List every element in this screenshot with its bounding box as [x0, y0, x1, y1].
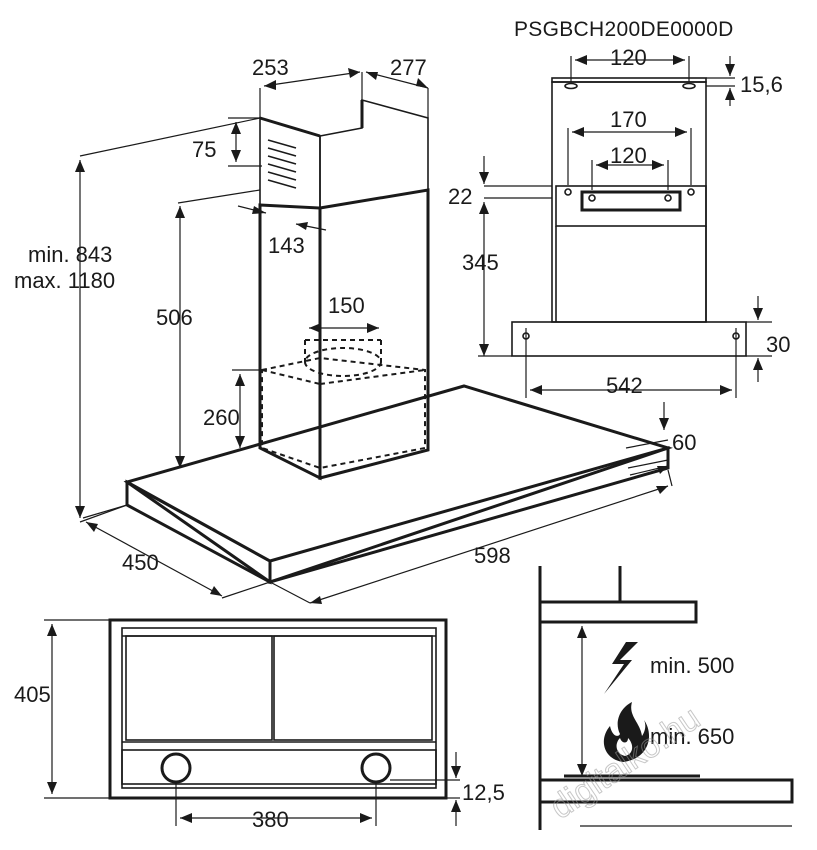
- main-hood-view: 253 277 75 min. 843 max. 1180 143 506: [14, 55, 696, 604]
- lamp-right: [360, 752, 392, 784]
- clearance-gas: min. 650: [650, 724, 734, 749]
- dim-top-offset: 15,6: [740, 72, 783, 97]
- dim-canopy-thickness: 60: [672, 430, 696, 455]
- dim-vent-offset: 143: [268, 233, 305, 258]
- dim-hood-hole-spacing: 542: [606, 373, 643, 398]
- dim-vent-height: 75: [192, 137, 216, 162]
- dim-hood-thickness: 30: [766, 332, 790, 357]
- dim-bracket-width: 170: [610, 107, 647, 132]
- bracket-view: PSGBCH200DE0000D 120 15,6 170 120: [448, 18, 790, 398]
- canopy-front-right: [268, 446, 670, 584]
- hob: [538, 778, 794, 804]
- model-code: PSGBCH200DE0000D: [514, 18, 734, 41]
- vent-slots: [267, 139, 297, 189]
- dim-lamp-offset: 12,5: [462, 780, 505, 805]
- flame-icon: [603, 702, 650, 762]
- motor-box: [261, 339, 426, 470]
- dim-top-hole-spacing: 120: [610, 45, 647, 70]
- chimney-lower-right: [318, 188, 430, 480]
- dim-lower-height: 506: [156, 305, 193, 330]
- dim-canopy-depth: 450: [122, 550, 159, 575]
- dim-bracket-hole-spacing: 120: [610, 143, 647, 168]
- dim-canopy-width: 598: [474, 543, 511, 568]
- dim-height-min: min. 843: [28, 242, 112, 267]
- dim-bottom-depth: 405: [14, 682, 51, 707]
- bottom-view: 405 380 12,5: [14, 618, 505, 832]
- dim-outlet-diameter: 150: [328, 293, 365, 318]
- dim-motor-height: 260: [203, 405, 240, 430]
- lightning-icon: [604, 642, 638, 694]
- hood-body: [511, 321, 747, 357]
- clearance-view: min. 500 min. 650: [538, 566, 794, 830]
- dim-height-max: max. 1180: [14, 268, 115, 293]
- dim-chimney-depth: 253: [252, 55, 289, 80]
- hood-side: [538, 600, 698, 624]
- dim-lamp-spacing: 380: [252, 807, 289, 832]
- dim-chimney-width: 277: [390, 55, 427, 80]
- clearance-electric: min. 500: [650, 653, 734, 678]
- dim-bracket-height: 345: [462, 250, 499, 275]
- dim-bracket-offset: 22: [448, 184, 472, 209]
- lamp-left: [160, 752, 192, 784]
